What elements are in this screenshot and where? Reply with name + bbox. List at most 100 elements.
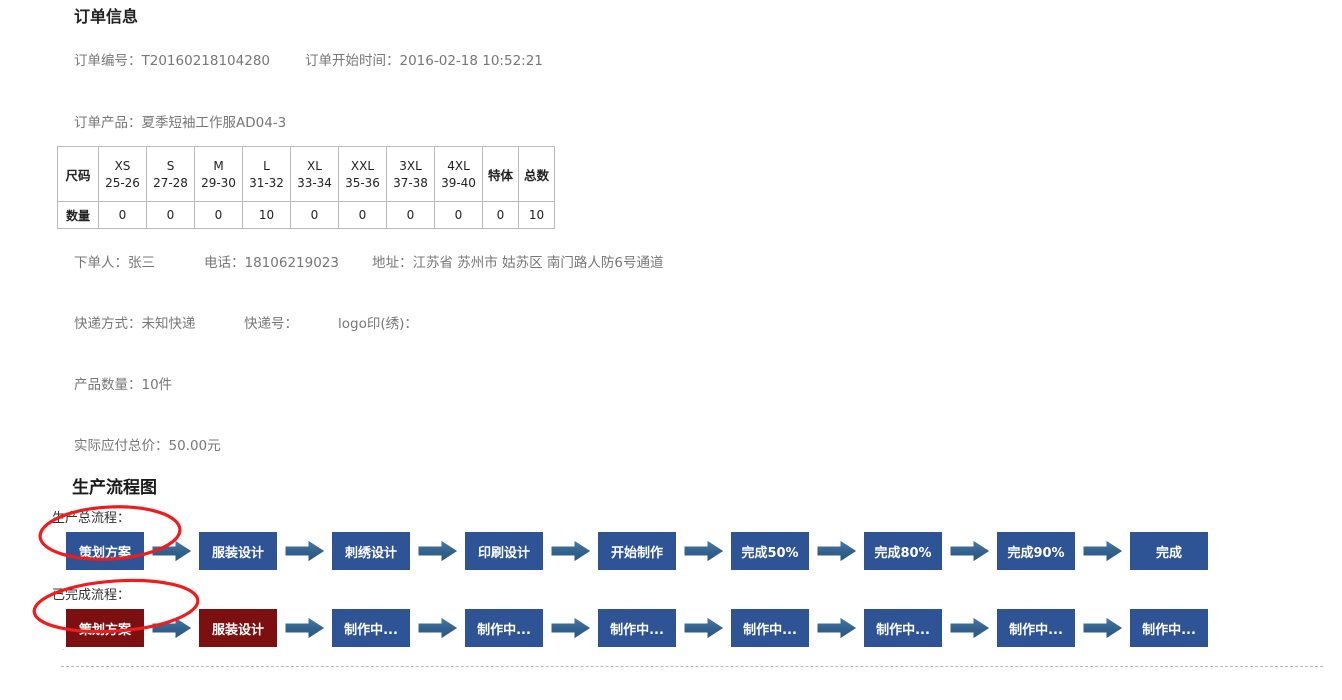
flow-arrow [1075, 609, 1130, 647]
flow-step-label: 制作中... [743, 622, 797, 638]
arrow-right-icon [1082, 616, 1124, 640]
buyer-label: 下单人： [74, 255, 128, 271]
phone-label: 电话： [204, 255, 245, 271]
arrow-right-icon [683, 616, 725, 640]
table-row-quantity: 数量 0 0 0 10 0 0 0 0 0 10 [57, 201, 555, 229]
flow-step-total_steps-4[interactable]: 开始制作 [598, 532, 676, 570]
flow-arrow [144, 532, 199, 570]
express-method-row: 快递方式：未知快递 [74, 312, 196, 332]
flow-arrow [410, 532, 465, 570]
address-row: 地址：江苏省 苏州市 姑苏区 南门路人防6号通道 [372, 251, 663, 271]
product-quantity-label: 产品数量： [74, 377, 142, 393]
quantity-cell-2: 0 [194, 201, 243, 229]
arrow-right-icon [949, 539, 991, 563]
flow-step-done_steps-1[interactable]: 服装设计 [199, 609, 277, 647]
arrow-right-icon [949, 616, 991, 640]
flow-step-total_steps-1[interactable]: 服装设计 [199, 532, 277, 570]
quantity-cell-1: 0 [146, 201, 195, 229]
flow-step-label: 服装设计 [211, 545, 264, 561]
flow-arrow [144, 609, 199, 647]
flow-step-done_steps-4[interactable]: 制作中... [598, 609, 676, 647]
size-name: XXL [350, 158, 375, 173]
flow-step-done_steps-7[interactable]: 制作中... [997, 609, 1075, 647]
flow-arrow [277, 532, 332, 570]
total-flow-label: 生产总流程： [52, 511, 131, 526]
arrow-right-icon [816, 539, 858, 563]
total-price-row: 实际应付总价：50.00元 [74, 434, 221, 454]
flow-step-done_steps-5[interactable]: 制作中... [731, 609, 809, 647]
size-name: XS [114, 158, 131, 173]
flow-step-label: 策划方案 [78, 545, 131, 561]
flow-step-total_steps-7[interactable]: 完成90% [997, 532, 1075, 570]
express-method-value: 未知快递 [141, 316, 196, 332]
size-row-label: 尺码 [57, 146, 99, 202]
express-method-label: 快递方式： [74, 316, 142, 332]
flow-step-label: 完成50% [741, 545, 799, 561]
size-col-1: S 27-28 [146, 146, 195, 202]
quantity-cell-0: 0 [98, 201, 147, 229]
arrow-right-icon [417, 616, 459, 640]
order-start-time-row: 订单开始时间：2016-02-18 10:52:21 [305, 49, 543, 69]
size-range: 39-40 [441, 175, 476, 190]
size-range: 33-34 [297, 175, 332, 190]
flow-step-done_steps-3[interactable]: 制作中... [465, 609, 543, 647]
buyer-row: 下单人：张三 [74, 251, 155, 271]
flow-step-label: 制作中... [610, 622, 664, 638]
flow-step-done_steps-8[interactable]: 制作中... [1130, 609, 1208, 647]
flow-step-label: 印刷设计 [477, 545, 530, 561]
size-col-3: L 31-32 [242, 146, 291, 202]
order-start-time-label: 订单开始时间： [305, 53, 400, 69]
size-name: 3XL [399, 158, 422, 173]
size-range: 29-30 [201, 175, 236, 190]
flow-arrow [942, 532, 997, 570]
arrow-right-icon [151, 539, 193, 563]
size-name: L [263, 158, 270, 173]
arrow-right-icon [151, 616, 193, 640]
done-flow-label: 已完成流程： [52, 588, 131, 603]
phone-value: 18106219023 [244, 255, 339, 271]
flow-step-total_steps-2[interactable]: 刺绣设计 [332, 532, 410, 570]
size-range: 31-32 [249, 175, 284, 190]
flow-step-label: 完成 [1155, 545, 1182, 561]
flow-chart-title: 生产流程图 [72, 478, 157, 498]
size-col-7: 4XL 39-40 [434, 146, 483, 202]
address-label: 地址： [372, 255, 413, 271]
flow-step-label: 完成90% [1007, 545, 1065, 561]
flow-arrow [676, 532, 731, 570]
total-price-value: 50.00元 [168, 438, 221, 454]
arrow-right-icon [1082, 539, 1124, 563]
flow-step-total_steps-3[interactable]: 印刷设计 [465, 532, 543, 570]
total-price-label: 实际应付总价： [74, 438, 169, 454]
table-row-header: 尺码 XS 25-26 S 27-28 M 29-30 L 31-32 [57, 146, 555, 202]
flow-step-total_steps-8[interactable]: 完成 [1130, 532, 1208, 570]
total-flow-row: 策划方案 服装设计 刺绣设计 印刷设计 开始制作 完成50% 完成80% 完成90% 完成 [66, 531, 1208, 571]
flow-step-total_steps-5[interactable]: 完成50% [731, 532, 809, 570]
flow-step-done_steps-2[interactable]: 制作中... [332, 609, 410, 647]
size-col-5: XXL 35-36 [338, 146, 387, 202]
flow-step-label: 制作中... [1009, 622, 1063, 638]
flow-arrow [410, 609, 465, 647]
logo-print-label: logo印(绣)： [338, 316, 418, 332]
size-col-special: 特体 [482, 146, 519, 202]
arrow-right-icon [284, 616, 326, 640]
flow-step-label: 策划方案 [78, 622, 131, 638]
flow-arrow [676, 609, 731, 647]
arrow-right-icon [550, 616, 592, 640]
flow-arrow [277, 609, 332, 647]
arrow-right-icon [284, 539, 326, 563]
flow-step-total_steps-0[interactable]: 策划方案 [66, 532, 144, 570]
flow-arrow [809, 609, 864, 647]
section-divider [61, 666, 1323, 667]
flow-step-label: 制作中... [344, 622, 398, 638]
size-name: M [213, 158, 224, 173]
arrow-right-icon [550, 539, 592, 563]
flow-step-total_steps-6[interactable]: 完成80% [864, 532, 942, 570]
address-value: 江苏省 苏州市 姑苏区 南门路人防6号通道 [412, 255, 664, 271]
size-quantity-table: 尺码 XS 25-26 S 27-28 M 29-30 L 31-32 [57, 146, 555, 229]
size-col-4: XL 33-34 [290, 146, 339, 202]
flow-step-done_steps-0[interactable]: 策划方案 [66, 609, 144, 647]
flow-arrow [543, 532, 598, 570]
quantity-cell-total: 10 [518, 201, 555, 229]
flow-step-done_steps-6[interactable]: 制作中... [864, 609, 942, 647]
phone-row: 电话：18106219023 [204, 251, 339, 271]
